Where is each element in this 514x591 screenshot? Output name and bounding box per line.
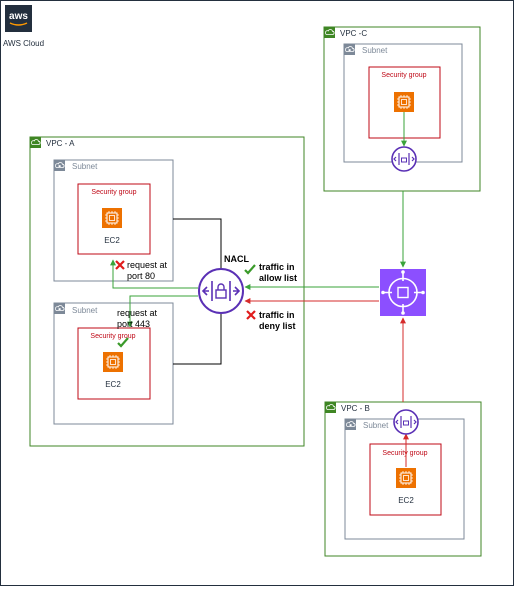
nacl-link-bottom [173,312,222,365]
request-port80-line2: port 80 [127,271,155,281]
request-port443-line2: port 443 [117,319,150,329]
subnet-bottom-icon [53,302,66,315]
check-icon-allow [244,264,256,275]
nacl-link-top [173,218,222,269]
svg-text:aws: aws [9,11,28,22]
allowed-request-port80-arrow [110,259,198,289]
vpc-c-nacl-icon [391,146,417,172]
nacl-label: NACL [224,254,249,264]
security-group-top [77,183,151,255]
request-port80-line1: request at [127,260,168,270]
subnet-bottom-title: Subnet [72,306,98,315]
vpc-b-ec2-label: EC2 [398,496,414,505]
aws-cloud-label: AWS Cloud [3,39,44,48]
check-icon-port443 [117,337,129,348]
deny-list-line1: traffic in [259,310,295,320]
vpc-b-cloud-icon [324,401,337,414]
vpc-c-ec2-icon [393,91,415,113]
security-group-top-label: Security group [91,189,136,196]
cross-icon-deny [246,310,256,320]
vpc-c-subnet-title: Subnet [362,46,388,55]
vpc-b-nacl-icon [393,409,419,435]
transit-gateway-icon [380,269,426,316]
vpc-c-subnet-icon [343,43,356,56]
deny-list-line2: deny list [259,321,296,331]
vpc-a-title: VPC - A [46,139,75,148]
nacl-icon [198,268,244,314]
vpc-b-ec2-icon [395,467,417,489]
vpc-b-subnet-icon [344,418,357,431]
cross-icon-port80 [115,260,125,270]
vpc-a-cloud-icon [29,136,42,149]
vpc-c-security-group-label: Security group [381,72,426,79]
vpc-b-subnet-title: Subnet [363,421,389,430]
aws-logo-icon: aws [5,5,32,32]
allowed-request-port443-arrow [127,295,198,328]
subnet-top-icon [53,159,66,172]
ec2-bottom-icon [102,351,124,373]
ec2-bottom-label: EC2 [105,380,121,389]
vpc-c-cloud-icon [323,26,336,39]
vpc-c-boundary [323,26,481,192]
ec2-top-icon [101,207,123,229]
allow-list-line2: allow list [259,273,297,283]
ec2-top-label: EC2 [104,236,120,245]
vpc-a-boundary [29,136,305,447]
security-group-bottom-label: Security group [90,333,135,340]
request-port443-line1: request at [117,308,158,318]
vpc-b-title: VPC - B [341,404,370,413]
vpc-c-title: VPC -C [340,29,367,38]
subnet-top-title: Subnet [72,162,98,171]
security-group-bottom [77,327,151,400]
allow-list-line1: traffic in [259,262,295,272]
vpc-b-security-group-label: Security group [382,450,427,457]
